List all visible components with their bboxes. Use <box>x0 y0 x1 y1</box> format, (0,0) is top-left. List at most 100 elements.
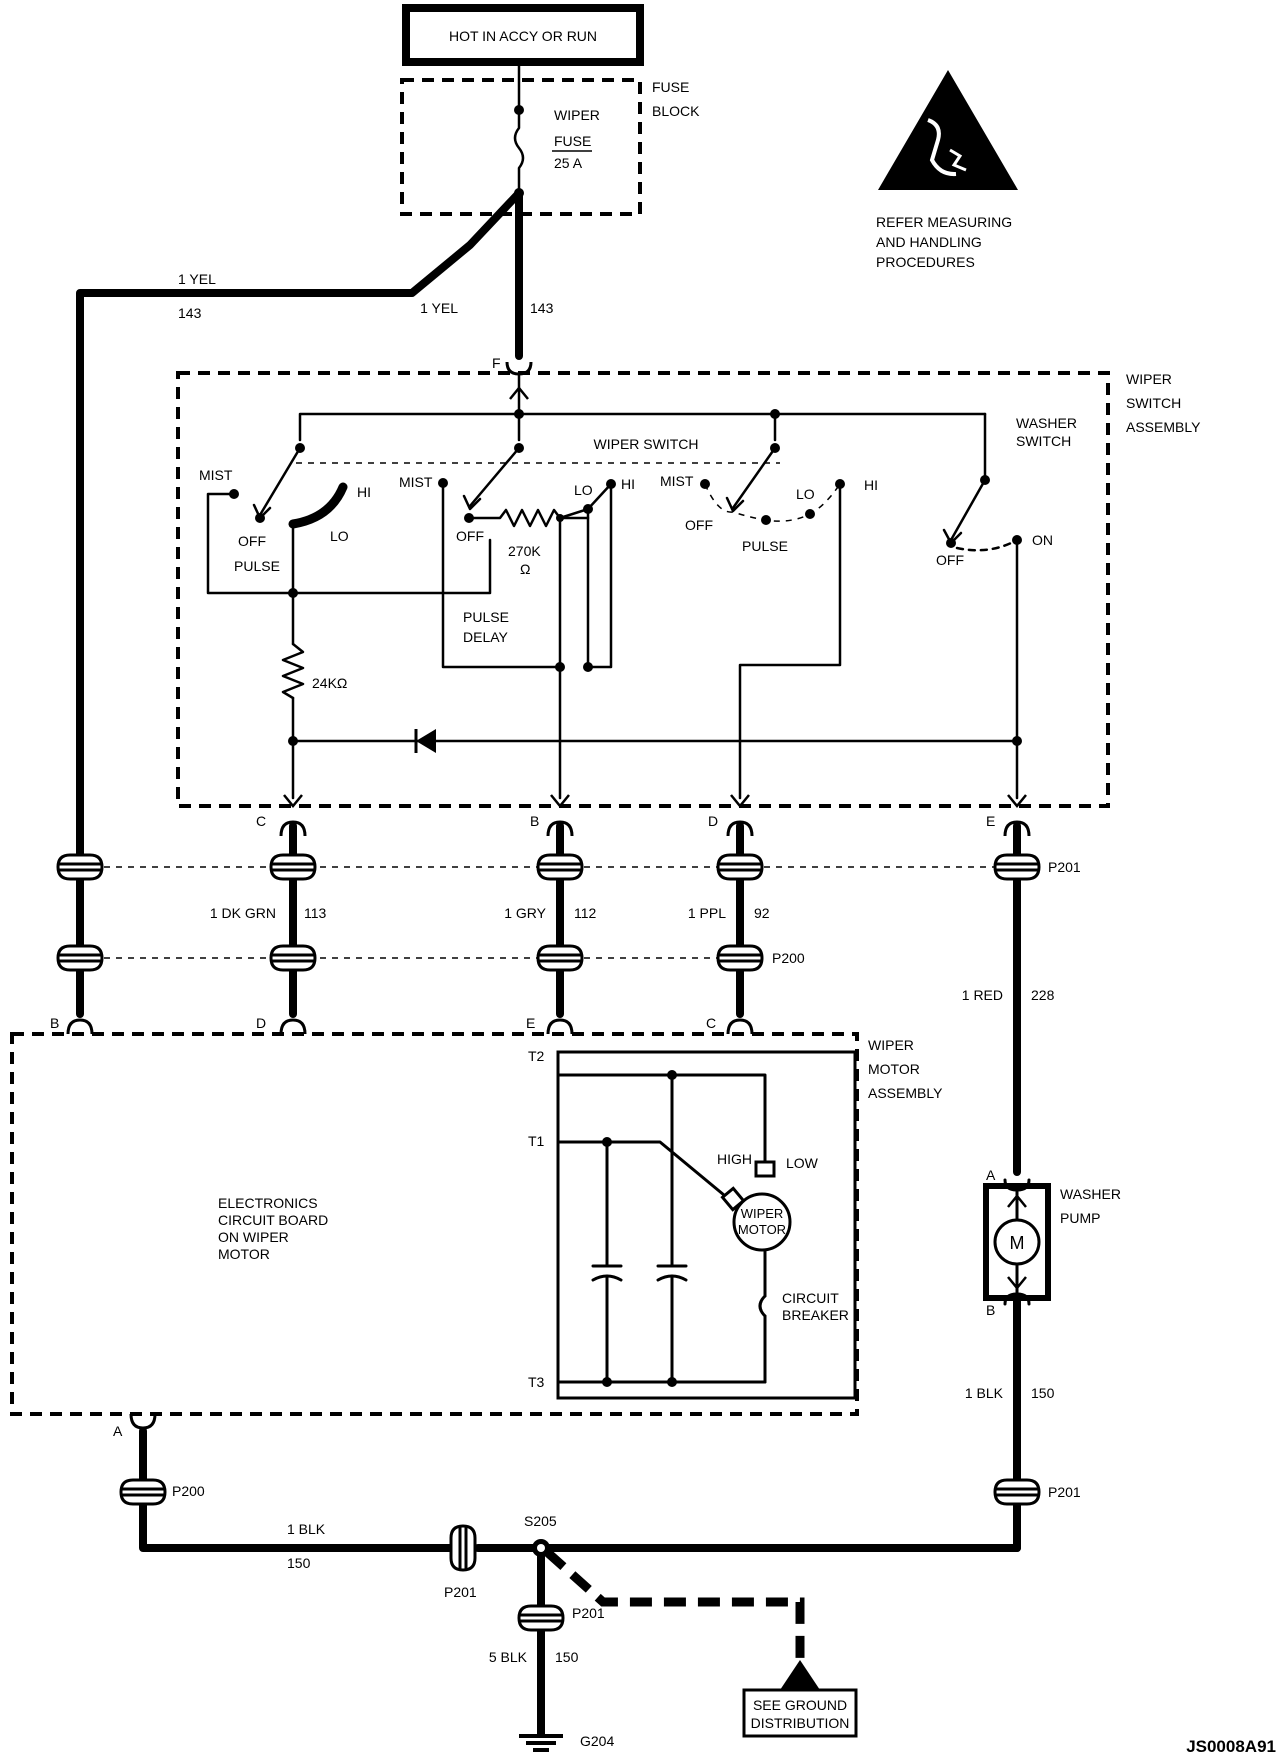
pin-d: D <box>708 813 718 829</box>
terminal-t1: T1 <box>528 1133 545 1149</box>
motor-pin-a-label: A <box>113 1423 123 1439</box>
circuit-board-label-3: ON WIPER <box>218 1229 289 1245</box>
washer-pump: M A B WASHER PUMP <box>983 1167 1121 1318</box>
wire-circuit-ppl: 92 <box>754 905 770 921</box>
ground-box-label-2: DISTRIBUTION <box>751 1715 850 1731</box>
fuse-name: WIPER <box>554 107 600 123</box>
wire-circuit-center-yel: 143 <box>530 300 554 316</box>
wire-circuit-blk-ground: 150 <box>555 1649 579 1665</box>
washer-pump-label: WASHER <box>1060 1186 1121 1202</box>
motor-pin-e: E <box>526 1015 535 1031</box>
washer-on: ON <box>1032 532 1053 548</box>
sw3-pulse: PULSE <box>742 538 788 554</box>
motor-label-2: MOTOR <box>738 1222 786 1237</box>
pump-motor-symbol: M <box>1010 1233 1025 1253</box>
sw1-mist: MIST <box>199 467 233 483</box>
pin-b: B <box>530 813 539 829</box>
pin-c: C <box>256 813 266 829</box>
switch-assembly-title: WIPER <box>1126 371 1172 387</box>
sw1-pulse: PULSE <box>234 558 280 574</box>
wire-label-dkgrn: 1 DK GRN <box>210 905 276 921</box>
motor-low: LOW <box>786 1155 819 1171</box>
ground-distribution-link <box>544 1548 805 1672</box>
ground-distribution-arrow <box>780 1660 820 1690</box>
motor-pin-c: C <box>706 1015 716 1031</box>
p201-connector-horizontal <box>449 1524 477 1572</box>
wiper-switch-assembly: F WIPER SWITCH MIST HI OFF LO PULSE 24KΩ <box>176 355 1201 808</box>
pin-e: E <box>986 813 995 829</box>
sw2-lo: LO <box>574 482 593 498</box>
sw2-mist: MIST <box>399 474 433 490</box>
fuse-block: WIPER FUSE 25 A FUSE BLOCK <box>400 60 700 216</box>
circuit-board-label-2: CIRCUIT BOARD <box>218 1212 328 1228</box>
power-source-box: HOT IN ACCY OR RUN <box>402 4 644 66</box>
p201-label-horizontal: P201 <box>444 1584 477 1600</box>
motor-assembly-title-3: ASSEMBLY <box>868 1085 943 1101</box>
sw1-lo: LO <box>330 528 349 544</box>
p201-connector-right <box>993 1478 1041 1506</box>
circuit-board-label-4: MOTOR <box>218 1246 270 1262</box>
p201-label-right: P201 <box>1048 1484 1081 1500</box>
wire-circuit-blk-bottom: 150 <box>287 1555 311 1571</box>
feed-wires <box>76 189 523 864</box>
wire-label-left-yel: 1 YEL <box>178 271 216 287</box>
wire-label-ppl: 1 PPL <box>688 905 726 921</box>
ground-g204-icon <box>519 1734 563 1752</box>
sw2-off: OFF <box>456 528 484 544</box>
motor-pin-b: B <box>50 1015 59 1031</box>
esd-note-3: PROCEDURES <box>876 254 975 270</box>
circuit-breaker-label-2: BREAKER <box>782 1307 849 1323</box>
pump-pin-a: A <box>986 1167 996 1183</box>
wire-circuit-blk-pump: 150 <box>1031 1385 1055 1401</box>
sw3-lo: LO <box>796 486 815 502</box>
motor-label: WIPER <box>741 1206 784 1221</box>
washer-switch-label: WASHER <box>1016 415 1077 431</box>
resistor-270k-ohm: Ω <box>520 561 530 577</box>
fuse-block-label: FUSE <box>652 79 689 95</box>
p200-label-top: P200 <box>772 950 805 966</box>
s205-label: S205 <box>524 1513 557 1529</box>
power-source-label: HOT IN ACCY OR RUN <box>449 28 597 44</box>
pump-pin-b: B <box>986 1302 995 1318</box>
fuse-block-label-2: BLOCK <box>652 103 700 119</box>
wire-label-blk-bottom: 1 BLK <box>287 1521 326 1537</box>
terminal-t2: T2 <box>528 1048 545 1064</box>
sw3-mist: MIST <box>660 473 694 489</box>
ground-box-label: SEE GROUND <box>753 1697 847 1713</box>
wire-circuit-red: 228 <box>1031 987 1055 1003</box>
motor-pin-a: A <box>113 1413 157 1439</box>
washer-pump-label-2: PUMP <box>1060 1210 1100 1226</box>
motor-top-pins: B D E C <box>50 1015 754 1036</box>
wire-label-blk-pump: 1 BLK <box>965 1385 1004 1401</box>
wiper-motor-assembly: WIPER MOTOR ASSEMBLY ELECTRONICS CIRCUIT… <box>10 1032 943 1416</box>
pulse-delay-label: PULSE <box>463 609 509 625</box>
sw1-hi: HI <box>357 484 371 500</box>
resistor-24k-label: 24KΩ <box>312 675 347 691</box>
fuse-word: FUSE <box>554 133 591 149</box>
washer-off: OFF <box>936 552 964 568</box>
fuse-rating: 25 A <box>554 155 583 171</box>
motor-assembly-title-2: MOTOR <box>868 1061 920 1077</box>
p201-connector-ground <box>517 1604 565 1632</box>
switch-assembly-title-3: ASSEMBLY <box>1126 419 1201 435</box>
sw3-off: OFF <box>685 517 713 533</box>
esd-note: REFER MEASURING <box>876 214 1012 230</box>
sw1-off: OFF <box>238 533 266 549</box>
terminal-t3: T3 <box>528 1374 545 1390</box>
wire-label-red: 1 RED <box>962 987 1003 1003</box>
p200-connector-bottom <box>119 1478 167 1506</box>
pulse-delay-label-2: DELAY <box>463 629 509 645</box>
switch-assembly-title-2: SWITCH <box>1126 395 1181 411</box>
esd-note-2: AND HANDLING <box>876 234 982 250</box>
wire-label-center-yel: 1 YEL <box>420 300 458 316</box>
p201-label-top: P201 <box>1048 859 1081 875</box>
wire-circuit-left-yel: 143 <box>178 305 202 321</box>
p200-label-bottom: P200 <box>172 1483 205 1499</box>
esd-warning-icon <box>878 70 1018 190</box>
p201-label-ground: P201 <box>572 1605 605 1621</box>
circuit-breaker-label: CIRCUIT <box>782 1290 839 1306</box>
resistor-270k-label: 270K <box>508 543 541 559</box>
wire-circuit-gry: 112 <box>574 905 597 921</box>
circuit-board-label: ELECTRONICS <box>218 1195 318 1211</box>
